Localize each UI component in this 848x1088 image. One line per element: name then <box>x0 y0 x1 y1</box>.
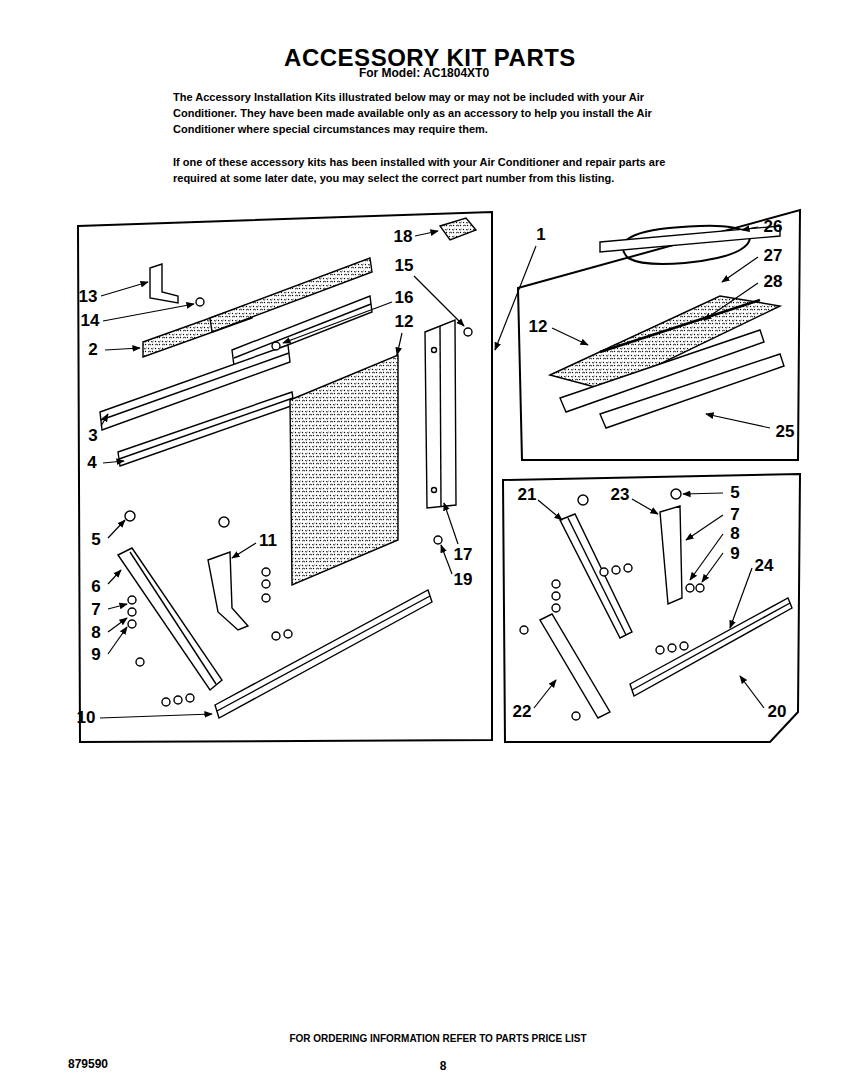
callout-number: 7 <box>91 601 100 619</box>
callout-number: 5 <box>730 484 739 502</box>
bottom-right-kit-parts <box>520 489 792 720</box>
callout-number: 18 <box>394 228 413 246</box>
callout-number: 13 <box>79 288 98 306</box>
callout-number: 9 <box>91 646 100 664</box>
left-kit-parts <box>100 218 476 718</box>
callout-number: 22 <box>513 703 532 721</box>
footer-note: FOR ORDERING INFORMATION REFER TO PARTS … <box>289 1030 586 1048</box>
page-number: 8 <box>440 1057 447 1075</box>
callout-number: 20 <box>768 703 787 721</box>
callout-number: 2 <box>88 341 97 359</box>
callout-number: 7 <box>730 506 739 524</box>
note-text: The Accessory Installation Kits illustra… <box>173 89 688 137</box>
callout-number: 16 <box>395 289 414 307</box>
callout-number: 28 <box>764 273 783 291</box>
callout-number: 12 <box>529 318 548 336</box>
callout-number: 12 <box>395 313 414 331</box>
callout-number: 27 <box>764 247 783 265</box>
note-text: If one of these accessory kits has been … <box>173 154 688 186</box>
callout-number: 25 <box>776 423 795 441</box>
callout-number: 9 <box>730 545 739 563</box>
kit-panels <box>78 210 800 742</box>
callout-number: 24 <box>755 557 774 575</box>
callout-number: 11 <box>259 532 277 550</box>
callout-number: 8 <box>91 624 100 642</box>
callout-number: 21 <box>518 486 537 504</box>
callout-number: 5 <box>91 531 100 549</box>
callout-number: 10 <box>77 709 96 727</box>
callout-number: 15 <box>395 257 414 275</box>
callout-number: 17 <box>454 546 473 564</box>
callout-number: 23 <box>611 486 630 504</box>
document-number: 879590 <box>68 1055 108 1073</box>
callout-number: 6 <box>91 578 100 596</box>
callout-number: 14 <box>81 312 100 330</box>
callout-number: 1 <box>536 226 545 244</box>
callout-number: 3 <box>88 427 97 445</box>
top-right-kit-parts <box>550 226 784 428</box>
model-line: For Model: AC1804XT0 <box>359 64 489 82</box>
leader-lines <box>100 227 770 718</box>
callout-number: 4 <box>87 454 96 472</box>
callout-number: 8 <box>730 525 739 543</box>
callout-number: 26 <box>764 218 783 236</box>
callout-number: 19 <box>454 571 473 589</box>
